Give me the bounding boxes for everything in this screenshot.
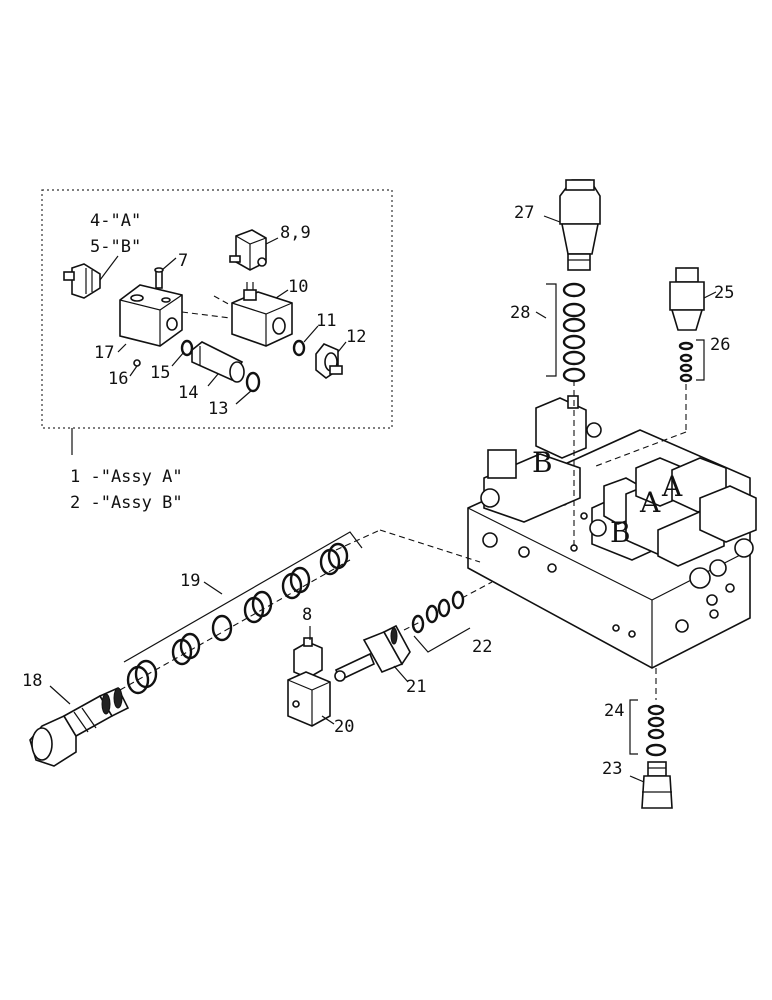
- label-valve-a-front: A: [639, 486, 661, 519]
- leader-23: [629, 775, 645, 783]
- assy-inset-box: [41, 189, 393, 429]
- label-part-8: 8: [302, 605, 312, 625]
- leader-25: [703, 291, 717, 299]
- part-16-plug: [133, 359, 141, 367]
- part-14-armature-tube: [191, 341, 245, 383]
- label-part-17: 17: [94, 343, 114, 363]
- part-11-oring: [292, 339, 306, 357]
- valve-a-rear: [671, 457, 757, 577]
- label-part-22: 22: [472, 637, 492, 657]
- part-10-solenoid-coil: [231, 282, 293, 347]
- bracket-22: [413, 627, 471, 653]
- axis-21b: [461, 581, 493, 599]
- label-part-15: 15: [150, 363, 170, 383]
- part-8-connector: [293, 637, 323, 679]
- label-assy-b: 2 -"Assy B": [70, 493, 183, 513]
- part-25-relief-cartridge: [669, 267, 705, 331]
- part-18-spool-cartridge: [29, 686, 130, 767]
- part-20-solenoid: [287, 671, 331, 727]
- part-23-cartridge: [641, 761, 673, 809]
- leader-21: [393, 665, 409, 683]
- leader-27: [543, 215, 561, 223]
- inset-leaders: [99, 237, 347, 405]
- label-assy-a: 1 -"Assy A": [70, 467, 183, 487]
- bracket-26: [696, 339, 705, 381]
- label-valve-b-rear: B: [532, 446, 553, 479]
- label-assy-a-part: 4-"A": [90, 211, 141, 231]
- axis-19b: [379, 529, 481, 563]
- label-part-7: 7: [178, 251, 188, 271]
- leader-19: [203, 581, 223, 595]
- label-part-10: 10: [288, 277, 308, 297]
- label-part-13: 13: [208, 399, 228, 419]
- label-part-27: 27: [514, 203, 534, 223]
- axis-18: [119, 559, 351, 691]
- leader-28: [535, 311, 547, 319]
- part-26-seals: [678, 341, 694, 383]
- part-7-screw: [154, 267, 164, 289]
- label-part-24: 24: [604, 701, 624, 721]
- label-part-18: 18: [22, 671, 42, 691]
- part-13-oring: [245, 371, 261, 393]
- label-part-12: 12: [346, 327, 366, 347]
- axis-21a: [403, 621, 421, 631]
- part-8-9-connector: [229, 229, 267, 271]
- part-27-relief-cartridge: [559, 179, 601, 271]
- label-part-23: 23: [602, 759, 622, 779]
- label-part-14: 14: [178, 383, 198, 403]
- part-12-nut: [315, 343, 343, 379]
- leader-18: [49, 685, 71, 705]
- part-4-5-cartridge: [63, 263, 101, 299]
- leader-20: [321, 715, 335, 725]
- label-part-28: 28: [510, 303, 530, 323]
- label-part-25: 25: [714, 283, 734, 303]
- label-part-16: 16: [108, 369, 128, 389]
- label-part-26: 26: [710, 335, 730, 355]
- part-28-orings: [562, 282, 586, 383]
- axis-25b: [595, 431, 687, 467]
- part-17-valve-block: [119, 284, 183, 347]
- label-part-20: 20: [334, 717, 354, 737]
- label-part-11: 11: [316, 311, 336, 331]
- bracket-19: [123, 531, 363, 663]
- label-assy-b-part: 5-"B": [90, 237, 141, 257]
- part-15-oring: [180, 339, 194, 357]
- part-22-seals: [411, 590, 465, 634]
- label-part-8-9: 8,9: [280, 223, 311, 243]
- axis-19a: [335, 529, 381, 551]
- bracket-28: [546, 283, 557, 377]
- part-19-seals: [126, 542, 349, 695]
- label-valve-a-rear: A: [661, 470, 683, 503]
- part-21-solenoid-cartridge: [334, 624, 411, 682]
- label-valve-b-front: B: [610, 516, 631, 549]
- bracket-24: [629, 699, 638, 755]
- label-part-21: 21: [406, 677, 426, 697]
- part-24-seals: [645, 704, 667, 757]
- label-part-19: 19: [180, 571, 200, 591]
